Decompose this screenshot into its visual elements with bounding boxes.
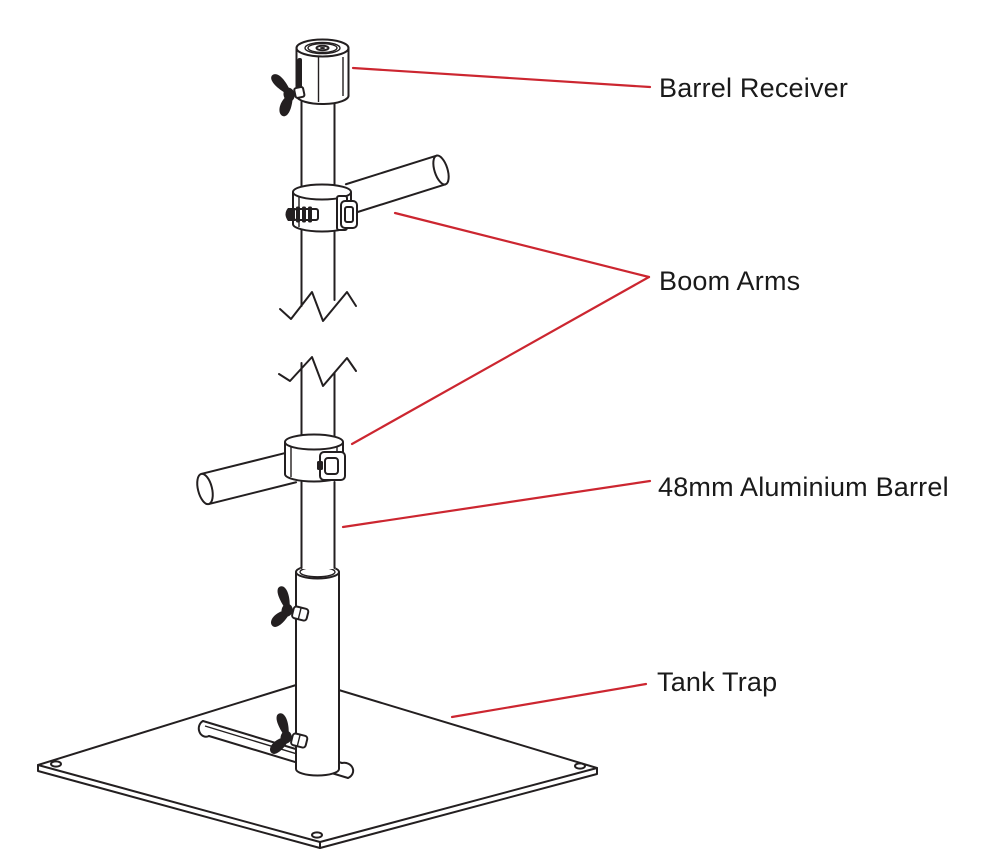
label-tank-trap: Tank Trap <box>657 667 778 697</box>
leader-aluminium-barrel <box>341 479 652 529</box>
leader-boom-arm-lower <box>350 275 651 446</box>
leader-barrel-receiver <box>351 66 652 89</box>
aluminium-barrel-pole <box>300 94 336 569</box>
wing-bolt-base <box>269 713 309 754</box>
boom-arm-clamp-lower <box>284 433 346 483</box>
leader-boom-arm-upper <box>393 211 651 279</box>
barrel-receiver-part <box>295 38 350 105</box>
break-symbol-lower <box>278 356 357 387</box>
break-symbol-upper <box>279 291 357 322</box>
label-aluminium-barrel: 48mm Aluminium Barrel <box>658 472 949 502</box>
wing-nut-receiver <box>271 74 306 117</box>
leader-tank-trap <box>450 682 648 719</box>
boom-arm-upper <box>344 154 450 214</box>
label-boom-arms: Boom Arms <box>659 266 801 296</box>
label-barrel-receiver: Barrel Receiver <box>659 73 849 103</box>
wing-bolt-sleeve <box>270 586 310 627</box>
boom-arm-clamp-upper <box>285 183 358 233</box>
leader-lines <box>341 66 652 719</box>
boom-arm-lower <box>196 451 298 506</box>
